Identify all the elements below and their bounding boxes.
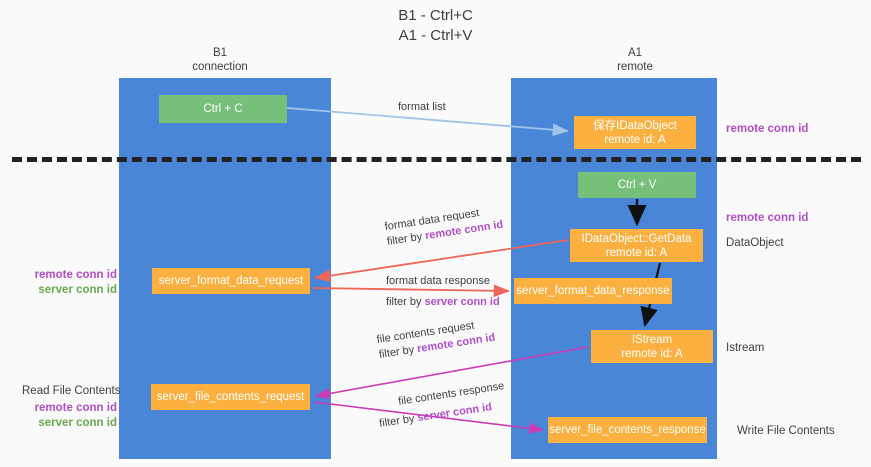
node-save-idataobject-title: 保存IDataObject [593, 119, 677, 132]
node-save-idataobject-subtitle: remote id: A [604, 133, 666, 146]
node-save-idataobject[interactable]: 保存IDataObject remote id: A [574, 116, 696, 149]
filter-prefix: filter by [386, 296, 425, 308]
title-line-1: B1 - Ctrl+C [398, 7, 473, 24]
column-header-a1: A1 remote [555, 46, 715, 74]
edge-label-format-data-response-caption: format data response [386, 275, 490, 287]
node-ctrl-v-label: Ctrl + V [617, 179, 657, 191]
column-header-a1-role: remote [617, 61, 653, 73]
node-server-format-data-response-label: server_format_data_response [516, 285, 670, 297]
annotation-write-file-contents: Write File Contents [737, 425, 835, 437]
annotation-remote-conn-id-top: remote conn id [726, 123, 809, 135]
annotation-left-remote-conn-id-1: remote conn id [34, 269, 117, 281]
node-server-file-contents-request-label: server_file_contents_request [156, 391, 305, 403]
column-header-b1-role: connection [192, 61, 248, 73]
annotation-left-server-conn-id-1: server conn id [38, 284, 117, 296]
node-ctrl-v[interactable]: Ctrl + V [578, 172, 696, 198]
node-ctrl-c[interactable]: Ctrl + C [159, 95, 287, 123]
node-server-file-contents-response[interactable]: server_file_contents_response [548, 417, 707, 443]
node-idataobject-getdata-subtitle: remote id: A [605, 246, 668, 259]
node-istream-title: IStream [631, 333, 673, 346]
node-server-file-contents-response-label: server_file_contents_response [549, 424, 706, 436]
annotation-left-server-conn-id-2: server conn id [38, 417, 117, 429]
annotation-remote-conn-id-middle: remote conn id [726, 212, 809, 224]
annotation-dataobject: DataObject [726, 237, 784, 249]
annotation-left-conn-ids-top: remote conn id server conn id [20, 268, 117, 298]
edge-label-file-contents-response: file contents response filter by server … [375, 379, 508, 432]
edge-label-format-data-response: format data response filter by server co… [386, 274, 500, 310]
column-header-b1: B1 connection [140, 46, 300, 74]
node-server-format-data-request-label: server_format_data_request [158, 275, 304, 287]
column-header-b1-name: B1 [212, 47, 228, 59]
node-server-format-data-request[interactable]: server_format_data_request [152, 268, 310, 294]
annotation-istream: Istream [726, 342, 765, 354]
column-header-a1-name: A1 [627, 47, 643, 59]
node-istream-subtitle: remote id: A [621, 347, 683, 360]
edge-label-format-list-caption: format list [398, 101, 446, 113]
node-server-file-contents-request[interactable]: server_file_contents_request [151, 384, 310, 410]
annotation-read-file-contents: Read File Contents [22, 385, 121, 397]
phase-divider [12, 157, 861, 162]
annotation-left-remote-conn-id-2: remote conn id [34, 402, 117, 414]
annotation-left-conn-ids-bottom: remote conn id server conn id [20, 401, 117, 431]
title-line-2: A1 - Ctrl+V [398, 27, 473, 44]
edge-label-file-contents-request: file contents request filter by remote c… [376, 316, 497, 363]
edge-label-format-data-request: format data request filter by remote con… [384, 203, 505, 250]
node-istream[interactable]: IStream remote id: A [591, 330, 713, 363]
node-ctrl-c-label: Ctrl + C [203, 103, 243, 115]
filter-key: server conn id [424, 296, 500, 308]
node-server-format-data-response[interactable]: server_format_data_response [514, 278, 672, 304]
filter-prefix: filter by [378, 412, 419, 430]
edge-label-format-list: format list [398, 100, 446, 115]
edge-label-format-data-response-filter: filter by server conn id [386, 295, 500, 310]
node-idataobject-getdata-title: IDataObject::GetData [581, 232, 692, 245]
node-idataobject-getdata[interactable]: IDataObject::GetData remote id: A [570, 229, 703, 262]
page-title: B1 - Ctrl+C A1 - Ctrl+V [0, 6, 871, 46]
